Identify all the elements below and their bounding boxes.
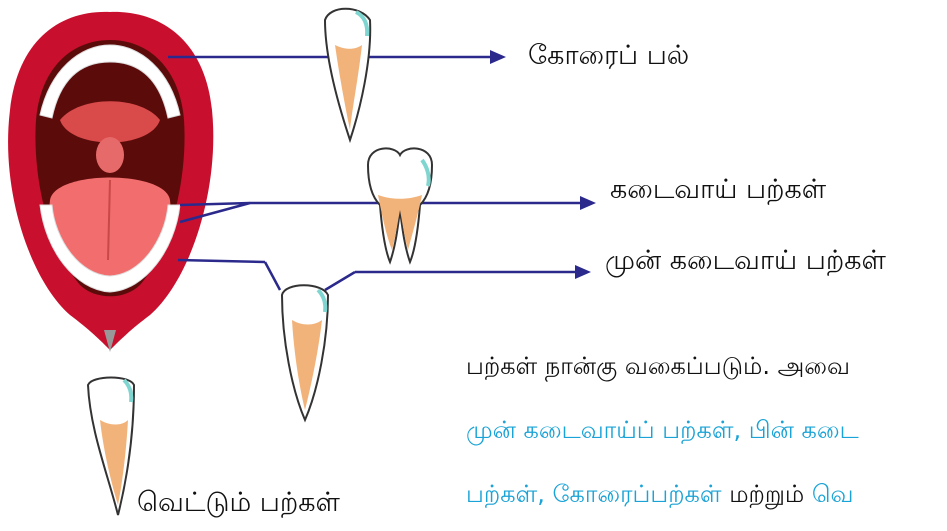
open-mouth-illustration [8,12,213,352]
paragraph-line-3-tail: வெ [812,480,854,508]
paragraph-line-2: முன் கடைவாய்ப் பற்கள், பின் கடை [466,416,859,447]
canine-tooth [325,9,370,140]
molars-label: கடைவாய் பற்கள் [610,174,826,209]
arrow-molars [580,196,596,210]
premolar-pointer-b [265,262,280,290]
molar-tooth [368,148,432,262]
incisor-tooth [88,378,134,516]
arrow-premolars [575,265,591,279]
paragraph-line-3: பற்கள், கோரைப்பற்கள் மற்றும் வெ [466,480,854,511]
incisors-label: வெட்டும் பற்கள் [137,487,340,522]
uvula [96,137,124,173]
canine-label: கோரைப் பல் [528,40,689,75]
premolars-label: முன் கடைவாய் பற்கள் [605,245,886,280]
paragraph-line-1: பற்கள் நான்கு வகைப்படும். அவை [466,352,850,383]
premolar-pointer-c [325,272,355,290]
premolar-tooth [282,285,328,420]
premolar-pointer-a [178,260,265,262]
arrow-canine [490,50,506,64]
paragraph-line-3-blue: பற்கள், கோரைப்பற்கள் [466,480,722,508]
paragraph-line-3-black: மற்றும் [722,480,812,508]
arrowheads [490,50,596,279]
